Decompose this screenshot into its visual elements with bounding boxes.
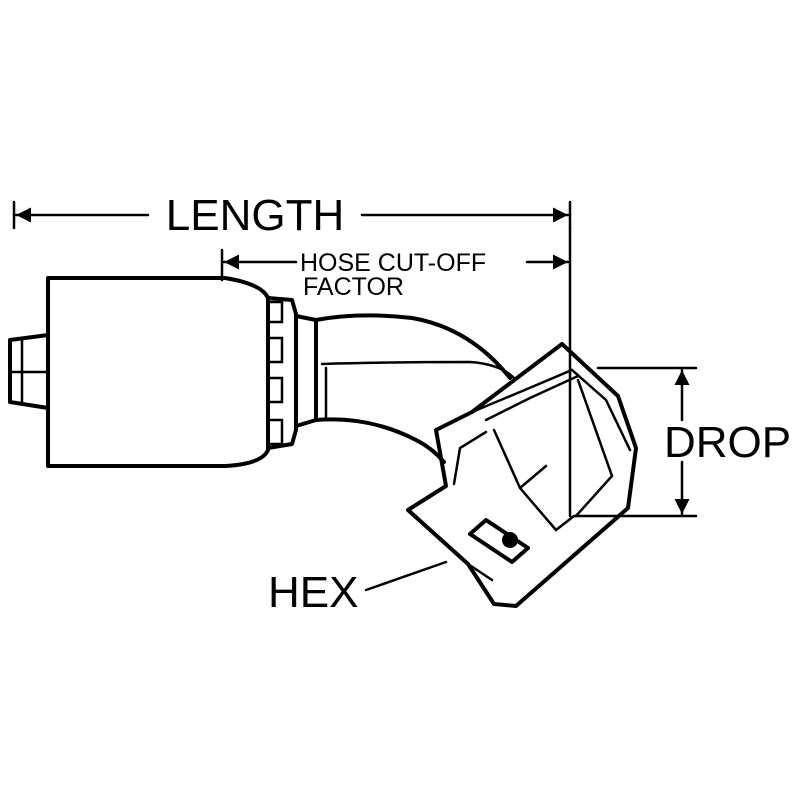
serration-3: [266, 376, 284, 404]
hose-cutoff-label-line2: FACTOR: [303, 273, 404, 301]
ferrule-shell: [46, 276, 270, 468]
seat-line: [466, 562, 494, 582]
hex-nut-right-facet: [574, 378, 614, 518]
o-ring: [502, 532, 518, 548]
hose-cutoff-label-line1: HOSE CUT-OFF: [300, 249, 486, 277]
hex-nut: [406, 342, 638, 608]
hose-cutoff-dimension: HOSE CUT-OFF FACTOR: [220, 226, 572, 518]
length-label: LENGTH: [166, 191, 344, 240]
elbow-center-line: [320, 360, 516, 380]
collar-step: [294, 314, 318, 428]
o-ring-groove: [468, 518, 530, 564]
elbow-outer: [314, 313, 512, 380]
hex-nut-inner-step: [518, 464, 548, 490]
fitting-body: [8, 276, 638, 608]
hex-nut-shoulder: [452, 430, 488, 486]
collar: [266, 296, 298, 450]
drop-label: DROP: [664, 418, 791, 467]
hex-nut-top-facet: [470, 368, 632, 452]
elbow-inner: [314, 417, 446, 464]
serration-2: [266, 336, 284, 364]
drop-dimension: DROP: [572, 366, 791, 518]
hex-callout: HEX: [268, 560, 448, 617]
hex-nut-facet-2: [484, 374, 580, 422]
hex-leader-line: [364, 560, 448, 592]
hex-nut-inner-face: [492, 428, 576, 532]
serration-1: [266, 300, 284, 324]
serration-4: [266, 418, 284, 446]
hex-label: HEX: [268, 568, 358, 617]
length-dimension: LENGTH: [12, 191, 572, 240]
